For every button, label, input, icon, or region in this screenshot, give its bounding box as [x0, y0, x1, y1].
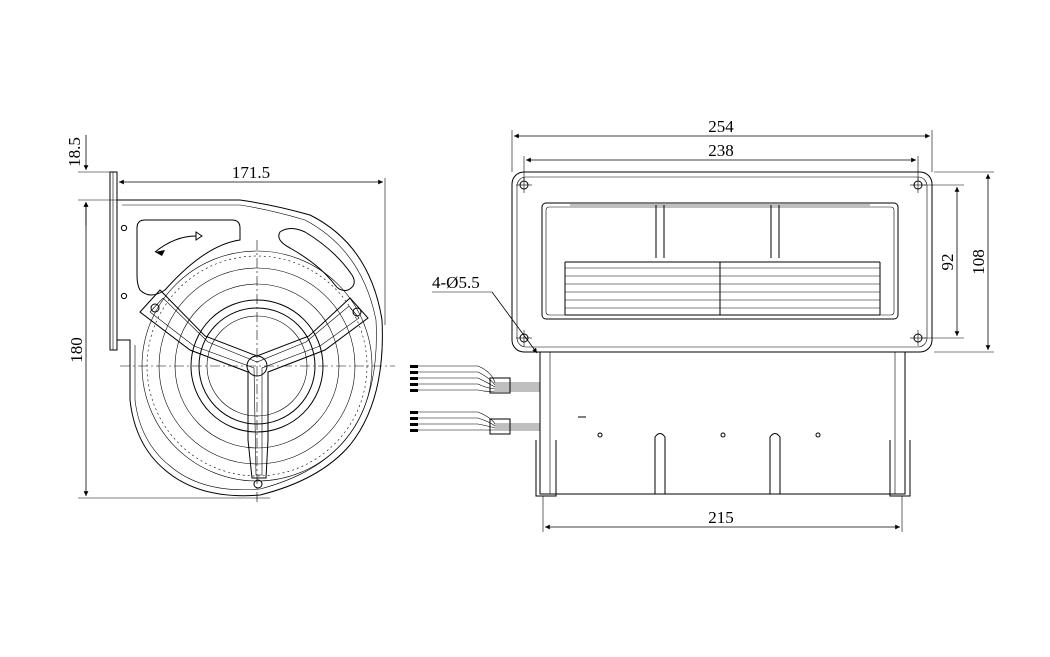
bracket-screw	[150, 303, 160, 313]
lead-wires	[410, 365, 540, 435]
front-housing	[535, 351, 911, 497]
dim-flange-width-label: 254	[708, 117, 734, 136]
dim-width-label: 171.5	[232, 163, 270, 182]
dim-flange-height-label: 108	[969, 249, 988, 275]
vent-slot	[278, 228, 355, 291]
flange-hole	[120, 224, 128, 232]
dim-hole-spacing-y: 92	[924, 184, 964, 339]
dim-hole-spacing-y-label: 92	[938, 254, 957, 271]
hole-callout-label: 4-Ø5.5	[432, 273, 480, 292]
dim-hole-spacing-x: 238	[523, 141, 919, 180]
bracket-screw	[253, 479, 263, 489]
dim-width: 171.5	[116, 163, 386, 325]
dim-flange-height: 108	[934, 171, 994, 353]
hole-callout: 4-Ø5.5	[432, 273, 538, 354]
rotation-arrow-icon	[155, 250, 165, 256]
mounting-flange	[109, 171, 118, 351]
dim-height: 180	[67, 199, 270, 499]
bracket-screw	[352, 307, 362, 317]
rotation-arrow-window	[136, 219, 241, 296]
side-view: 180 18.5 171.5	[65, 135, 395, 505]
dim-body-width-label: 215	[708, 508, 734, 527]
blower-housing	[117, 199, 383, 497]
dim-flange-width: 254	[511, 117, 933, 172]
impeller-blades	[564, 261, 881, 316]
front-view: 254 238 92 108 215	[410, 117, 994, 532]
dim-flange: 18.5	[65, 135, 110, 226]
dim-flange-label: 18.5	[65, 137, 84, 167]
motor-bracket	[139, 289, 369, 489]
dim-hole-spacing-x-label: 238	[708, 141, 734, 160]
flange-hole	[120, 292, 128, 300]
outlet-opening	[541, 202, 899, 320]
dim-height-label: 180	[67, 337, 86, 363]
dim-body-width: 215	[542, 496, 903, 532]
